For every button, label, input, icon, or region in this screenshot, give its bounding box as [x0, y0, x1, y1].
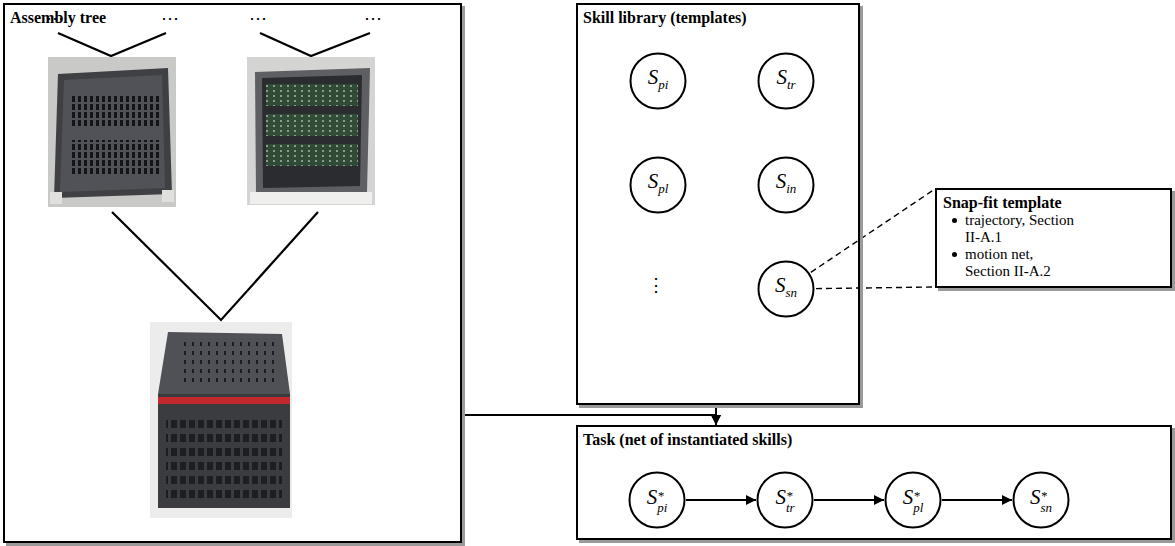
skill-name: Ssn [775, 274, 797, 304]
dashed-callout-line [811, 189, 935, 289]
skill-library-panel: Skill library (templates) Spi StrSpl SinSsn [576, 3, 860, 405]
bullet-item: trajectory, Section II-A.1 [943, 212, 1162, 246]
callout-title: Snap-fit template [943, 193, 1162, 212]
skill-circle: S*tr [756, 471, 814, 529]
bullet-dot [952, 218, 957, 223]
assembly-panel: Assembly tree [3, 3, 462, 543]
subscript: sn [785, 285, 797, 300]
module-photo [150, 322, 292, 518]
subscript: pi [658, 77, 668, 92]
flow-arrow [686, 499, 756, 501]
circle-outline-shape [886, 473, 941, 528]
ellipsis: ⋯ [46, 8, 64, 28]
superscript: * [1040, 491, 1052, 501]
skill-name: Spi [648, 66, 669, 96]
skill-name: S*pl [903, 486, 924, 514]
bullet-item: motion net, Section II-A.2 [943, 246, 1162, 280]
subscript: tr [786, 501, 795, 514]
subscript: pl [658, 181, 668, 196]
circle-outline-shape [759, 54, 814, 109]
task-panel: Task (net of instantiated skills) S*pi S*t… [576, 425, 1172, 540]
skill-circle: Spl [629, 156, 687, 214]
index-stack: *pl [913, 491, 923, 514]
flow-arrow [942, 499, 1012, 501]
skill-circle: Spi [629, 52, 687, 110]
skill-circle: Sin [757, 156, 815, 214]
index-stack: *tr [786, 491, 795, 514]
subscript: pi [657, 501, 667, 514]
skill-name: S*sn [1030, 486, 1052, 514]
bullet-text: motion net, Section II-A.2 [965, 246, 1080, 280]
ellipsis: ⋯ [161, 8, 179, 28]
bullet-dot [952, 252, 957, 257]
subscript: pl [913, 501, 923, 514]
index-stack: *sn [1040, 491, 1052, 514]
circle-outline-shape [630, 473, 685, 528]
index-stack: *pi [657, 491, 667, 514]
subscript: in [786, 181, 796, 196]
skill-name: Sin [776, 170, 797, 200]
skill-circle: S*pl [884, 471, 942, 529]
circle-outline-shape [1014, 473, 1069, 528]
board-box-photo [247, 57, 375, 205]
ellipsis: ⋯ [364, 8, 382, 28]
template-callout: Snap-fit templatetrajectory, Section II-… [935, 188, 1172, 288]
subscript: sn [1040, 501, 1052, 514]
flow-arrow [715, 405, 717, 425]
skill-circle: S*sn [1012, 471, 1070, 529]
panel-title: Task (net of instantiated skills) [583, 430, 792, 449]
circle-outline-shape [631, 54, 686, 109]
skill-circle: Ssn [757, 260, 815, 318]
superscript: * [786, 491, 795, 501]
skill-circle: S*pi [628, 471, 686, 529]
circle-outline-shape [759, 158, 814, 213]
superscript: * [657, 491, 667, 501]
flow-arrow [814, 499, 884, 501]
ellipsis: ⋯ [249, 8, 267, 28]
panel-title: Skill library (templates) [583, 8, 747, 27]
skill-name: S*pi [647, 486, 668, 514]
bullet-text: trajectory, Section II-A.1 [965, 212, 1080, 246]
flow-arrow [462, 415, 716, 425]
circle-outline-shape [758, 473, 813, 528]
skill-name: S*tr [775, 486, 794, 514]
subscript: tr [787, 77, 796, 92]
skill-name: Spl [648, 170, 669, 200]
tray-photo [48, 57, 176, 207]
circle-outline-shape [631, 158, 686, 213]
skill-circle: Str [757, 52, 815, 110]
skill-name: Str [776, 66, 795, 96]
superscript: * [913, 491, 923, 501]
vertical-ellipsis: ⋮ [647, 275, 665, 295]
circle-outline-shape [759, 262, 814, 317]
